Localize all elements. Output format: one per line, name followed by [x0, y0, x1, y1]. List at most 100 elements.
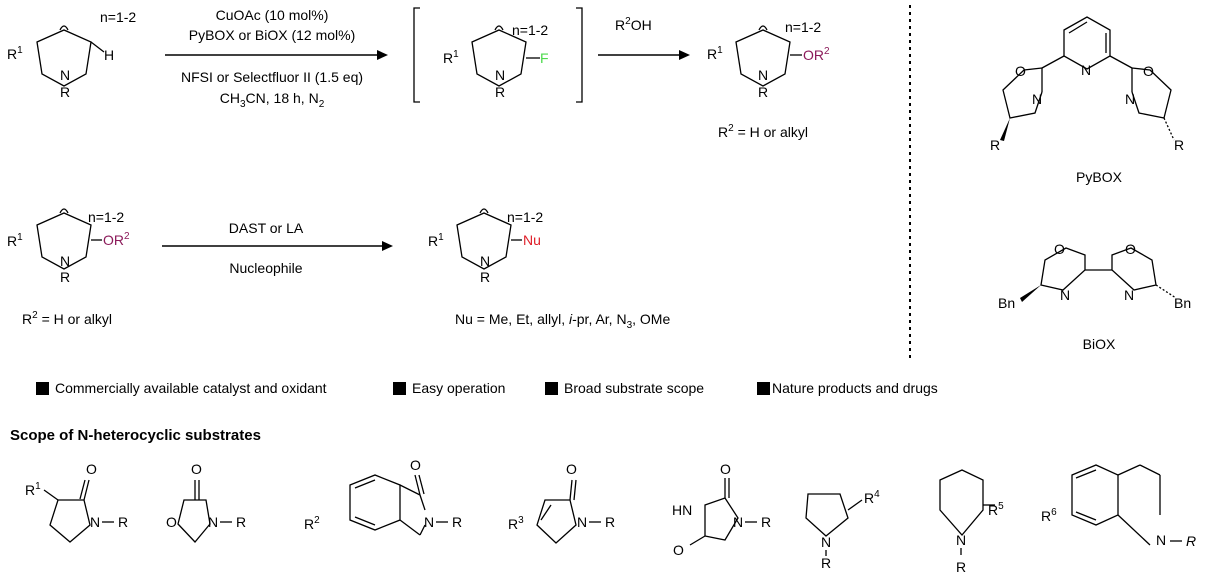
pybox-label: PyBOX: [1076, 169, 1123, 185]
svg-text:R1: R1: [7, 232, 23, 249]
svg-text:O: O: [191, 461, 202, 477]
alcohol-arrow: R2OH: [598, 16, 690, 60]
svg-text:O: O: [166, 514, 177, 530]
scheme2-conditions: DAST or LA Nucleophile: [162, 220, 393, 276]
svg-text:R2: R2: [304, 515, 320, 532]
svg-text:R1: R1: [707, 45, 723, 62]
substrate-isoindolinone: O N R R2: [304, 457, 462, 536]
svg-text:DAST or LA: DAST or LA: [229, 220, 304, 236]
svg-text:NFSI or Selectfluor II (1.5 eq: NFSI or Selectfluor II (1.5 eq): [181, 69, 363, 85]
scheme1-product: R1 n=1-2 OR2 N R R2 = H or alkyl: [707, 19, 830, 140]
scope-title: Scope of N-heterocyclic substrates: [10, 427, 261, 444]
svg-text:R: R: [118, 514, 128, 530]
svg-text:N: N: [733, 514, 743, 530]
svg-text:N: N: [495, 67, 505, 83]
svg-text:R2OH: R2OH: [615, 16, 652, 33]
bullet-square-icon: [757, 381, 770, 395]
svg-text:N: N: [1124, 287, 1134, 303]
feature-item: Easy operation: [393, 380, 505, 396]
svg-text:R: R: [821, 555, 831, 571]
svg-text:R: R: [761, 514, 771, 530]
feature-item: Broad substrate scope: [545, 380, 704, 396]
svg-text:N: N: [90, 514, 100, 530]
svg-text:R: R: [60, 269, 70, 285]
svg-text:OR2: OR2: [803, 46, 830, 63]
substrate-hydantoin: O HN N R O: [672, 461, 771, 558]
svg-text:R5: R5: [988, 501, 1004, 518]
feature-item: Commercially available catalyst and oxid…: [36, 380, 327, 396]
scheme2-product: R1 n=1-2 Nu N R Nu = Me, Et, allyl, i-pr…: [428, 208, 670, 331]
substrate-pyrrolidinone: O N R R1: [25, 461, 128, 543]
svg-text:R1: R1: [443, 49, 459, 66]
bullet-square-icon: [36, 381, 49, 395]
svg-text:R: R: [495, 84, 505, 100]
svg-text:O: O: [1125, 241, 1136, 257]
svg-text:N: N: [1125, 91, 1135, 107]
svg-text:R: R: [452, 514, 462, 530]
svg-text:n=1-2: n=1-2: [507, 209, 543, 225]
svg-text:R: R: [605, 514, 615, 530]
scheme2-starting-material: R1 n=1-2 OR2 N R R2 = H or alkyl: [7, 208, 130, 327]
svg-text:HN: HN: [672, 502, 692, 518]
svg-text:R: R: [236, 514, 246, 530]
svg-text:R6: R6: [1041, 507, 1057, 524]
svg-text:H: H: [104, 47, 114, 63]
svg-text:R2 = H or alkyl: R2 = H or alkyl: [718, 123, 808, 140]
bullet-square-icon: [545, 381, 558, 395]
svg-text:N: N: [60, 67, 70, 83]
svg-text:R1: R1: [428, 232, 444, 249]
svg-text:Bn: Bn: [998, 295, 1015, 311]
svg-text:R: R: [1186, 533, 1196, 549]
svg-text:R: R: [956, 559, 966, 575]
svg-text:O: O: [1054, 241, 1065, 257]
svg-text:R: R: [758, 84, 768, 100]
svg-text:O: O: [720, 461, 731, 477]
svg-text:R1: R1: [25, 481, 41, 498]
svg-text:R4: R4: [864, 489, 880, 506]
feature-item: Nature products and drugs: [757, 380, 938, 396]
svg-text:O: O: [86, 461, 97, 477]
svg-text:PyBOX or BiOX (12 mol%): PyBOX or BiOX (12 mol%): [189, 27, 356, 43]
svg-text:R: R: [990, 137, 1000, 153]
svg-text:n=1-2: n=1-2: [785, 19, 821, 35]
svg-text:O: O: [410, 457, 421, 473]
svg-text:F: F: [540, 50, 549, 66]
svg-text:OR2: OR2: [103, 231, 130, 248]
substrate-tetrahydroisoquinoline: N R R6: [1041, 464, 1196, 549]
svg-text:O: O: [1015, 63, 1026, 79]
svg-text:N: N: [208, 514, 218, 530]
svg-text:n=1-2: n=1-2: [512, 22, 548, 38]
svg-text:R: R: [1174, 137, 1184, 153]
svg-text:N: N: [577, 514, 587, 530]
svg-text:R3: R3: [508, 515, 524, 532]
svg-text:CuOAc (10 mol%): CuOAc (10 mol%): [216, 7, 329, 23]
svg-text:N: N: [1060, 287, 1070, 303]
bullet-square-icon: [393, 381, 406, 395]
svg-text:n=1-2: n=1-2: [88, 209, 124, 225]
svg-text:R: R: [60, 84, 70, 100]
svg-text:N: N: [758, 67, 768, 83]
svg-text:CH3CN, 18 h, N2: CH3CN, 18 h, N2: [220, 90, 325, 110]
svg-text:Nu = Me, Et, allyl, i-pr, Ar,: Nu = Me, Et, allyl, i-pr, Ar, N3, OMe: [455, 311, 670, 331]
svg-text:Bn: Bn: [1174, 295, 1191, 311]
n-label: n=1-2: [100, 9, 136, 25]
fluoro-intermediate: R1 n=1-2 F N R: [413, 7, 583, 103]
svg-text:N: N: [424, 514, 434, 530]
svg-text:N: N: [956, 532, 966, 548]
svg-text:N: N: [821, 534, 831, 550]
substrate-oxazolidinone: O O N R: [166, 461, 246, 543]
svg-text:N: N: [60, 253, 70, 269]
scheme1-starting-material: R1 n=1-2 H N R: [7, 9, 136, 100]
svg-text:R: R: [480, 269, 490, 285]
biox-label: BiOX: [1083, 336, 1116, 352]
svg-text:Nucleophile: Nucleophile: [229, 260, 302, 276]
svg-text:N: N: [1032, 91, 1042, 107]
svg-text:O: O: [673, 542, 684, 558]
svg-text:N: N: [480, 253, 490, 269]
substrate-pyrrolidine: R4 N R: [805, 489, 880, 571]
svg-text:R1: R1: [7, 45, 23, 62]
svg-text:N: N: [1156, 532, 1166, 548]
biox-structure: O N O N Bn Bn BiOX: [998, 241, 1191, 352]
substrate-piperidine: R5 N R: [939, 469, 1004, 575]
